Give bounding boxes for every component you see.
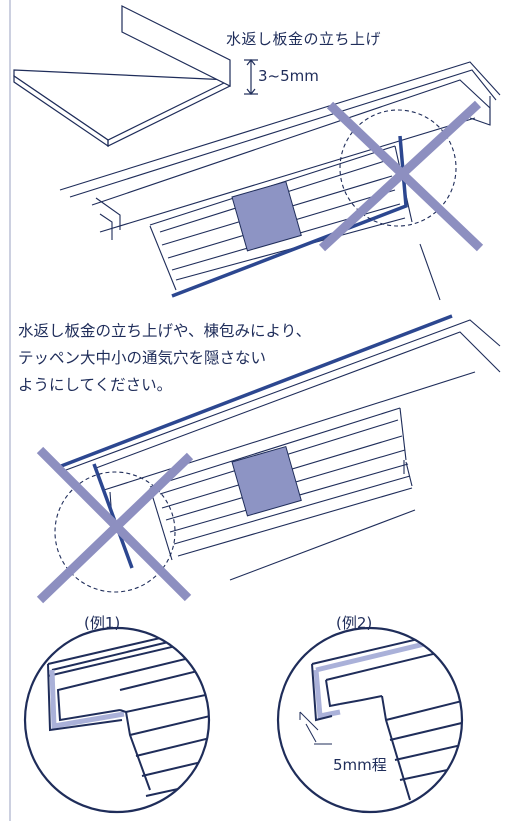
flashing-rise-label: 水返し板金の立ち上げ [226, 30, 382, 48]
vent-opening-top [231, 180, 302, 252]
rise-height-label: 3~5mm [258, 67, 319, 85]
ridge-cover-line-top [171, 135, 408, 298]
ridge-cover-line-bottom [55, 314, 453, 470]
gap-dimension [299, 711, 332, 745]
ridge-assembly-bottom [65, 319, 501, 581]
gap-label: 5mm程 [333, 756, 387, 774]
example-2-detail [276, 626, 464, 814]
example-1-detail [23, 626, 211, 814]
flashing-sample [13, 5, 231, 148]
incorrect-x-mark [318, 100, 484, 252]
instruction-line-2: テッペン大中小の通気穴を隠さない [18, 349, 267, 367]
dashed-circle-top [339, 109, 457, 227]
incorrect-x-mark [36, 446, 194, 604]
example-2-label: (例2) [336, 614, 373, 632]
flashing-rise-line-bottom [92, 463, 134, 569]
instruction-text: 水返し板金の立ち上げや、棟包みにより、 テッペン大中小の通気穴を隠さない ように… [18, 318, 378, 399]
vent-opening-bottom [231, 445, 302, 517]
example-1-label: (例1) [84, 614, 121, 632]
instruction-line-3: ようにしてください。 [18, 376, 173, 394]
dashed-circle-bottom [54, 471, 176, 593]
instruction-line-1: 水返し板金の立ち上げや、棟包みにより、 [18, 322, 312, 340]
height-dimension [244, 59, 258, 95]
